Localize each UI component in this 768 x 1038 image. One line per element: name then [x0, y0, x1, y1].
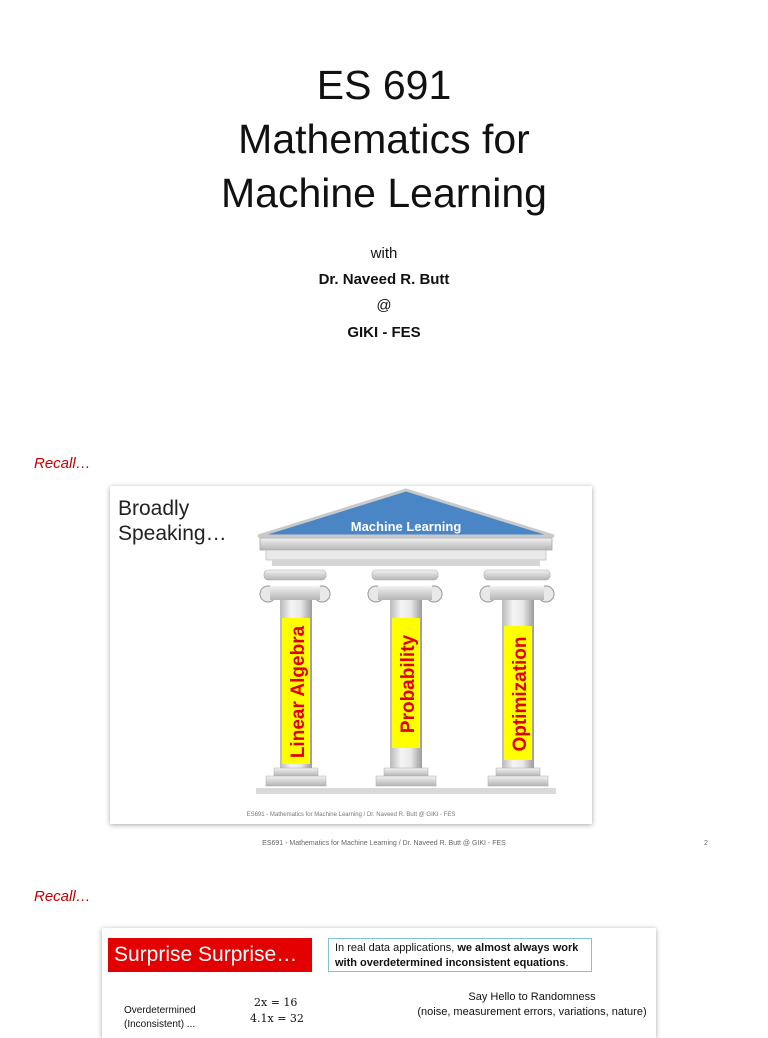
page-footer: ES691 - Mathematics for Machine Learning… — [262, 840, 506, 847]
temple-entablature — [259, 537, 553, 551]
column-middle — [367, 569, 443, 787]
equation-2: 4.1x = 32 — [250, 1012, 304, 1025]
pillar-label-probability: Probability — [398, 634, 419, 733]
column-right — [479, 569, 555, 787]
pillar-label-linear-algebra: Linear Algebra — [288, 625, 309, 758]
slide-surprise: Surprise Surprise… In real data applicat… — [102, 928, 656, 1038]
institution-name: GIKI - FES — [347, 324, 421, 341]
overdetermined-label: Overdetermined — [124, 1005, 196, 1016]
slide-heading-line-1: Broadly — [118, 497, 190, 520]
title-line-course-name-2: Machine Learning — [221, 170, 547, 216]
temple-illustration: Machine Learning Linear Algebra Probabil… — [256, 488, 556, 794]
slide-pillars: Broadly Speaking… — [110, 486, 592, 824]
subtitle-with: with — [370, 245, 398, 262]
surprise-title: Surprise Surprise… — [108, 938, 312, 972]
title-line-course-code: ES 691 — [316, 62, 452, 108]
subtitle-at: @ — [376, 297, 392, 314]
document-title: ES 691 Mathematics for Machine Learning — [0, 58, 768, 220]
randomness-line-2: (noise, measurement errors, variations, … — [417, 1006, 647, 1018]
note-text-bold-2: with overdetermined inconsistent equatio… — [335, 957, 566, 969]
slide-heading-line-2: Speaking… — [118, 522, 227, 545]
note-text-pre: In real data applications, — [335, 942, 458, 954]
pillar-label-optimization: Optimization — [510, 636, 531, 751]
slide-heading: Broadly Speaking… — [118, 496, 227, 546]
note-text-bold-1: we almost always work — [457, 942, 579, 954]
randomness-note: Say Hello to Randomness (noise, measurem… — [392, 990, 672, 1020]
column-left — [259, 569, 331, 787]
equation-1: 2x = 16 — [254, 996, 298, 1009]
recall-label-2: Recall… — [34, 888, 91, 905]
slide-footer: ES691 - Mathematics for Machine Learning… — [246, 812, 456, 818]
instructor-name: Dr. Naveed R. Butt — [318, 271, 450, 288]
randomness-line-1: Say Hello to Randomness — [468, 991, 596, 1003]
recall-label-1: Recall… — [34, 455, 91, 472]
page-number: 2 — [704, 840, 708, 847]
note-box: In real data applications, we almost alw… — [328, 938, 592, 972]
temple-base — [256, 788, 556, 794]
temple-roof — [257, 488, 555, 538]
title-line-course-name-1: Mathematics for — [238, 116, 530, 162]
inconsistent-label: (Inconsistent) ... — [124, 1019, 196, 1030]
roof-label: Machine Learning — [351, 519, 462, 534]
note-text-post: . — [565, 957, 569, 969]
